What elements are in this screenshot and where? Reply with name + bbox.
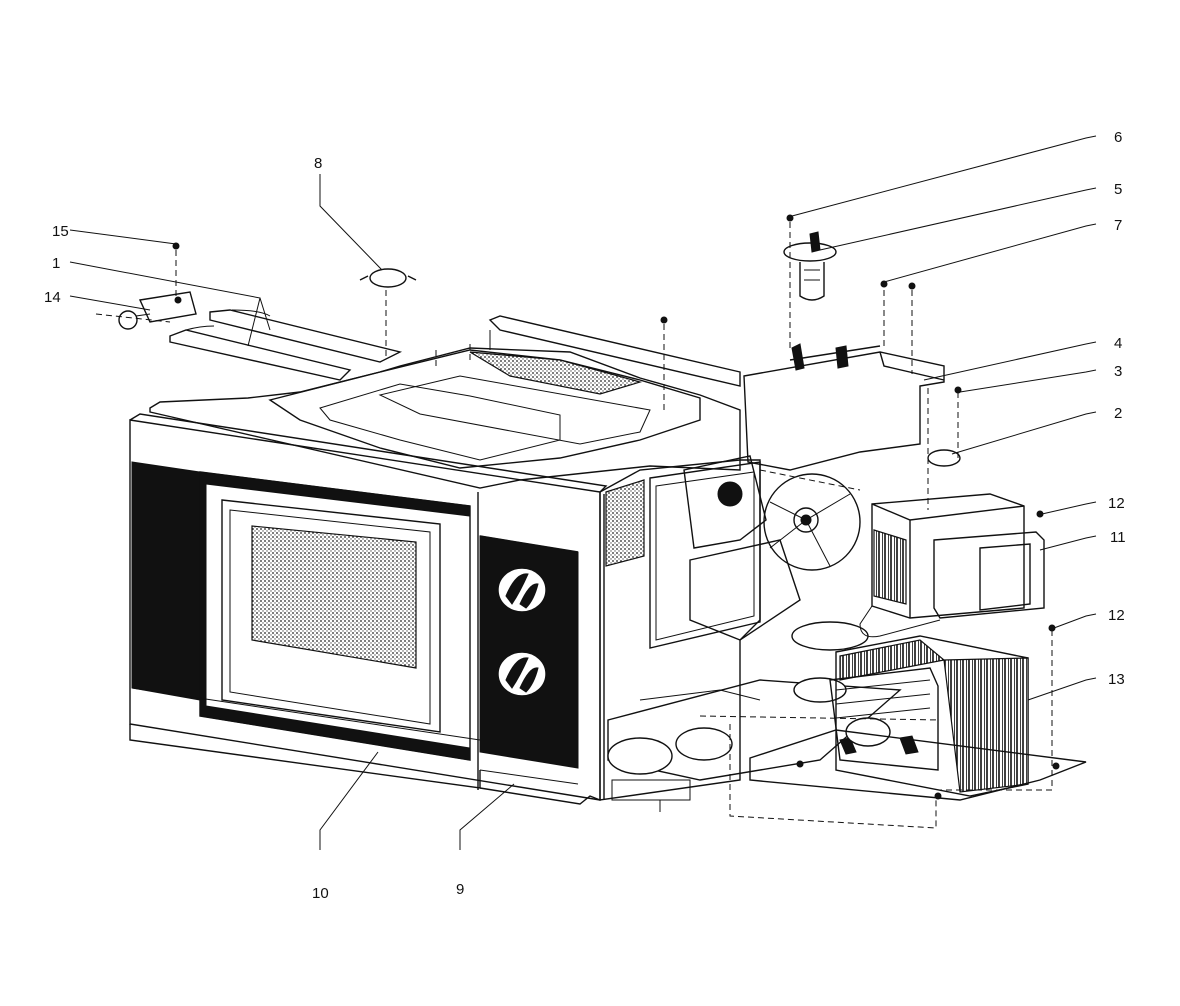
callout-7: 7 [1114, 217, 1122, 234]
callout-4: 4 [1114, 335, 1122, 352]
callout-13: 13 [1108, 671, 1125, 688]
cooling-fan [763, 473, 861, 571]
transformer [749, 635, 1087, 801]
thermostat-right [927, 449, 961, 467]
callout-12-lower: 12 [1108, 607, 1125, 624]
callout-3: 3 [1114, 363, 1122, 380]
lamp-socket [783, 231, 837, 301]
callout-14: 14 [44, 289, 61, 306]
callout-2: 2 [1114, 405, 1122, 422]
oven-cabinet [129, 315, 741, 805]
leader-lines [69, 135, 1097, 850]
thermostat-top [359, 268, 417, 288]
heater-element [169, 309, 403, 381]
assembly-guide-lines [95, 222, 1053, 829]
callout-10: 10 [312, 885, 329, 902]
callout-1: 1 [52, 255, 60, 272]
screws [172, 214, 1056, 632]
callout-labels: 15 1 14 8 6 5 7 4 3 2 12 11 12 13 10 9 [44, 129, 1126, 902]
cabinet-side-interior [599, 455, 902, 812]
callout-12-upper: 12 [1108, 495, 1125, 512]
lamp-bracket [743, 343, 945, 471]
control-knob-lower [497, 651, 547, 697]
control-knob-upper [497, 567, 547, 613]
callout-8: 8 [314, 155, 322, 172]
callout-15: 15 [52, 223, 69, 240]
callout-9: 9 [456, 881, 464, 898]
magnetron [791, 493, 1045, 651]
callout-5: 5 [1114, 181, 1122, 198]
callout-11: 11 [1110, 529, 1126, 546]
callout-6: 6 [1114, 129, 1122, 146]
heater-bracket [118, 291, 197, 330]
